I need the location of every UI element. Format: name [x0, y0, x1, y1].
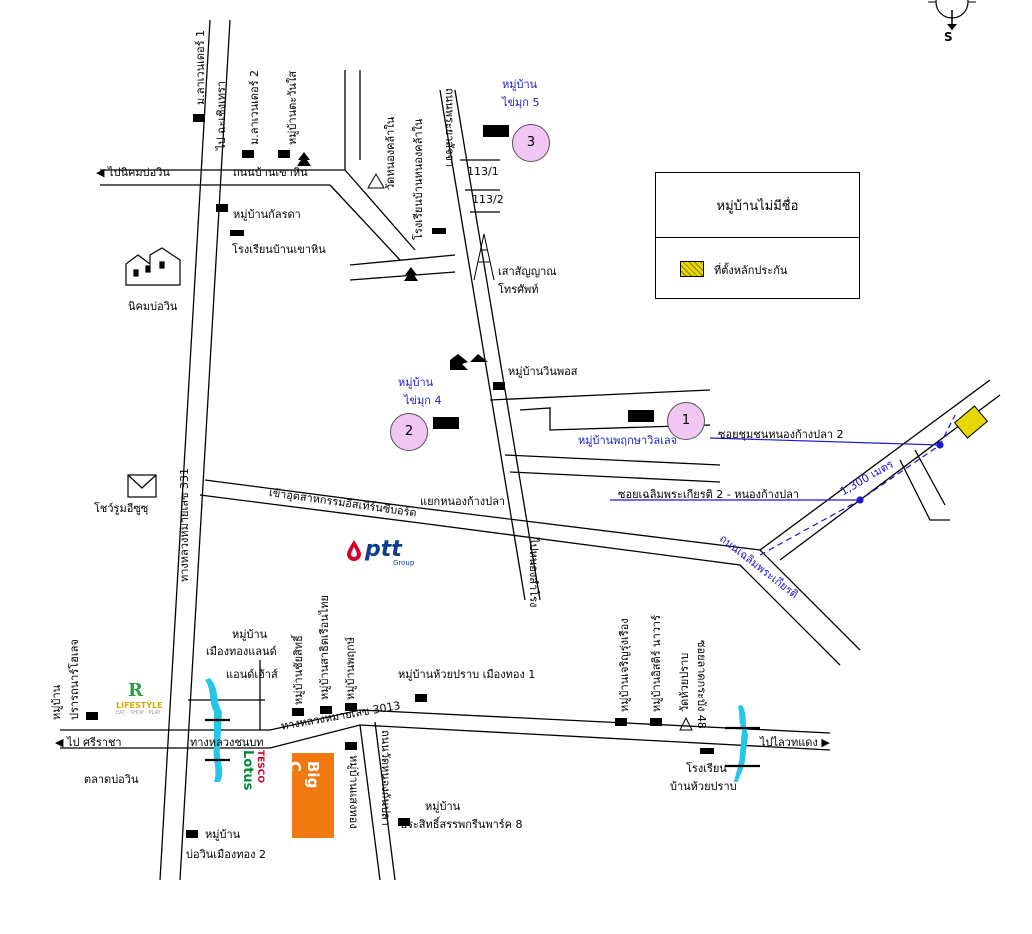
label-phrayalak: ถนนพระยาสัจจา: [443, 88, 456, 168]
label-mu-mueang-b: เมืองทองแลนด์: [206, 645, 277, 658]
label-mu-mueang-c: แอนด์เฮ้าส์: [226, 668, 278, 681]
legend-title: หมู่บ้านไม่มีชื่อ: [716, 199, 799, 214]
road-east-265b: [349, 271, 456, 281]
factory-icon: [125, 247, 181, 286]
label-showroom: โชว์รูมอีซูซุ: [94, 502, 149, 515]
label-wat-huai: วัดห้วยปราบ: [678, 652, 691, 712]
marker-2[interactable]: 2: [390, 413, 428, 451]
label-nikhom-bowin: นิคมบ่อวิน: [128, 300, 178, 313]
label-wat: วัดหนองคล้าใน: [384, 116, 397, 190]
label-tower-a: เสาสัญญาณ: [498, 265, 557, 278]
collateral-marker: [953, 405, 989, 439]
tower-icon: [473, 233, 495, 281]
r-letter: R: [128, 680, 143, 701]
legend: หมู่บ้านไม่มีชื่อ ที่ตั้งหลักประกัน: [655, 172, 860, 299]
label-to-sriracha: ◀ ไป ศรีราชา: [55, 736, 122, 749]
road-eastern-seaboard-top: [204, 479, 861, 651]
compass-rose-icon: [928, 0, 976, 30]
label-mu-mueang-a: หมู่บ้าน: [232, 628, 268, 641]
label-school-huai-b: บ้านห้วยปราบ: [670, 780, 737, 793]
label-mu-phruksa: หมู่บ้านพฤกษาวิลเลจ: [578, 434, 678, 447]
legend-title-box: หมู่บ้านไม่มีชื่อ: [656, 173, 859, 238]
label-mu-winpol: หมู่บ้านวินพอส: [508, 365, 578, 378]
compass: S: [900, 0, 1000, 48]
label-mu-kotda: หมู่บ้านกัลรดา: [233, 208, 301, 221]
label-mu-prasit-b: ประสิทธิ์สรรพกรีนพาร์ค 8: [400, 818, 523, 831]
label-school-khao-hin: โรงเรียนบ้านเขาหิน: [232, 243, 326, 256]
label-tower-b: โทรศัพท์: [498, 283, 539, 296]
label-mu-charoen: หมู่บ้านตะวันใส: [286, 70, 299, 145]
label-mu-huai-pla: หมู่บ้านห้วยปราบ เมืองทอง 1: [398, 668, 536, 681]
label-soi-113-1: 113/1: [467, 165, 499, 178]
r-lifestyle: LIFESTYLE: [116, 701, 163, 710]
legend-swatch: [680, 261, 704, 277]
label-mu-phruk: หมู่บ้านพฤกษ์: [344, 636, 357, 700]
label-to-nikhom: ◀ ไปนิคมบ่อวิน: [96, 166, 170, 179]
marker-3[interactable]: 3: [512, 124, 550, 162]
label-mu-bowin-b: บ่อวินเมืองทอง 2: [186, 848, 266, 861]
road-ns-right: [454, 89, 541, 601]
r-tagline: EAT · SHOP · PLAY: [116, 710, 161, 716]
label-mu-ban-b: ปรารถนาร์โฮเลจ: [68, 639, 81, 720]
label-market: ตลาดบ่อวิน: [84, 773, 139, 786]
label-mu-chaiyasit: หมู่บ้านชัยสิทธิ์: [292, 635, 305, 705]
label-mu-sathit: หมู่บ้านสาธิตเรือนไทย: [318, 595, 331, 700]
label-mu-rawat1: ม.ลาเวนเดอร์ 1: [194, 29, 207, 105]
compass-south: S: [944, 30, 953, 44]
label-mu-prasit-a: หมู่บ้าน: [425, 800, 461, 813]
label-mu-rawat2: ม.ลาเวนเดอร์ 2: [248, 69, 261, 145]
label-hwy331: ทางหลวงหมายเลข 331: [178, 468, 191, 582]
label-to-chachoengsao: ไป ฉะเชิงเทรา: [215, 80, 228, 150]
ptt-drop-icon: [347, 540, 361, 561]
label-mu-charoen-rung: หมู่บ้านเจริญรุ่งเรือง: [618, 618, 631, 712]
marker-1[interactable]: 1: [667, 402, 705, 440]
label-wang-road: ถนนวัดหนองกันปลา: [379, 730, 392, 826]
road-hwy331-left: [159, 19, 211, 881]
bigc-text: Big C: [286, 761, 322, 789]
label-mu-khaimuk4-b: ไข่มุก 4: [404, 394, 442, 407]
label-ban-sriracha: ซอยลาดกระบัง 48: [695, 640, 708, 729]
road-khaohin-b: [344, 169, 416, 251]
road-hwy3013-top: [60, 709, 831, 734]
label-soi-chumchon: ซอยชุมชนหนองก้างปลา 2: [718, 428, 844, 441]
tesco-text: TESCO: [255, 750, 265, 784]
label-mu-nawa: หมู่บ้านอิสติร์ นาวาร์: [650, 614, 663, 712]
label-mu-bowin-a: หมู่บ้าน: [205, 828, 241, 841]
road-hwy3013-bottom: [60, 724, 831, 751]
road-east-265a: [349, 254, 456, 266]
road-ns-left: [439, 89, 526, 601]
label-mu-khaimuk5-a: หมู่บ้าน: [502, 78, 538, 91]
road-hwy331-right: [179, 19, 231, 881]
label-hwy3013-short: ทางหลวงชนบท: [190, 736, 264, 749]
legend-item-collateral: ที่ตั้งหลักประกัน: [714, 264, 788, 277]
water-right: [734, 705, 748, 782]
tesco-lotus-logo: TESCO Lotus: [240, 750, 269, 810]
label-soi-chaloem: ซอยเฉลิมพระเกียรติ 2 - หนองก้างปลา: [618, 488, 800, 501]
label-mu-khaimuk4-a: หมู่บ้าน: [398, 376, 434, 389]
ptt-logo: ptt Group: [345, 537, 417, 567]
label-soi-113-2: 113/2: [472, 193, 504, 206]
label-to-map-ta-phut: ไปหนองสำโรง: [527, 538, 540, 608]
ptt-sub: Group: [393, 559, 415, 567]
road-eastern-seaboard-bottom: [199, 494, 841, 666]
lotus-text: Lotus: [240, 750, 255, 791]
bigc-logo: Big C: [286, 753, 334, 838]
label-mu-saeng: หมู่บ้านแสงทอง: [347, 755, 360, 829]
label-ban-khao-hin: ถนนบ้านเขาหิน: [233, 166, 308, 179]
label-mu-khaimuk5-b: ไข่มุก 5: [502, 96, 540, 109]
label-mu-ban-a: หมู่บ้าน: [50, 684, 63, 720]
route-to-collateral: [759, 414, 956, 556]
road-khaohin-a: [329, 184, 401, 261]
r-lifestyle-logo: R LIFESTYLE EAT · SHOP · PLAY: [116, 680, 164, 720]
label-school-wat: โรงเรียนบ้านหนองคล้าใน: [412, 118, 425, 240]
label-nong-kang-pla-junction: แยกหนองก้างปลา: [420, 495, 506, 508]
water-left: [205, 678, 223, 782]
ptt-text: ptt: [365, 537, 402, 562]
label-school-huai-a: โรงเรียน: [686, 762, 727, 775]
showroom-icon: [127, 474, 157, 498]
label-to-khlongkhieng: ไปไลวทแดง ▶: [760, 736, 830, 749]
